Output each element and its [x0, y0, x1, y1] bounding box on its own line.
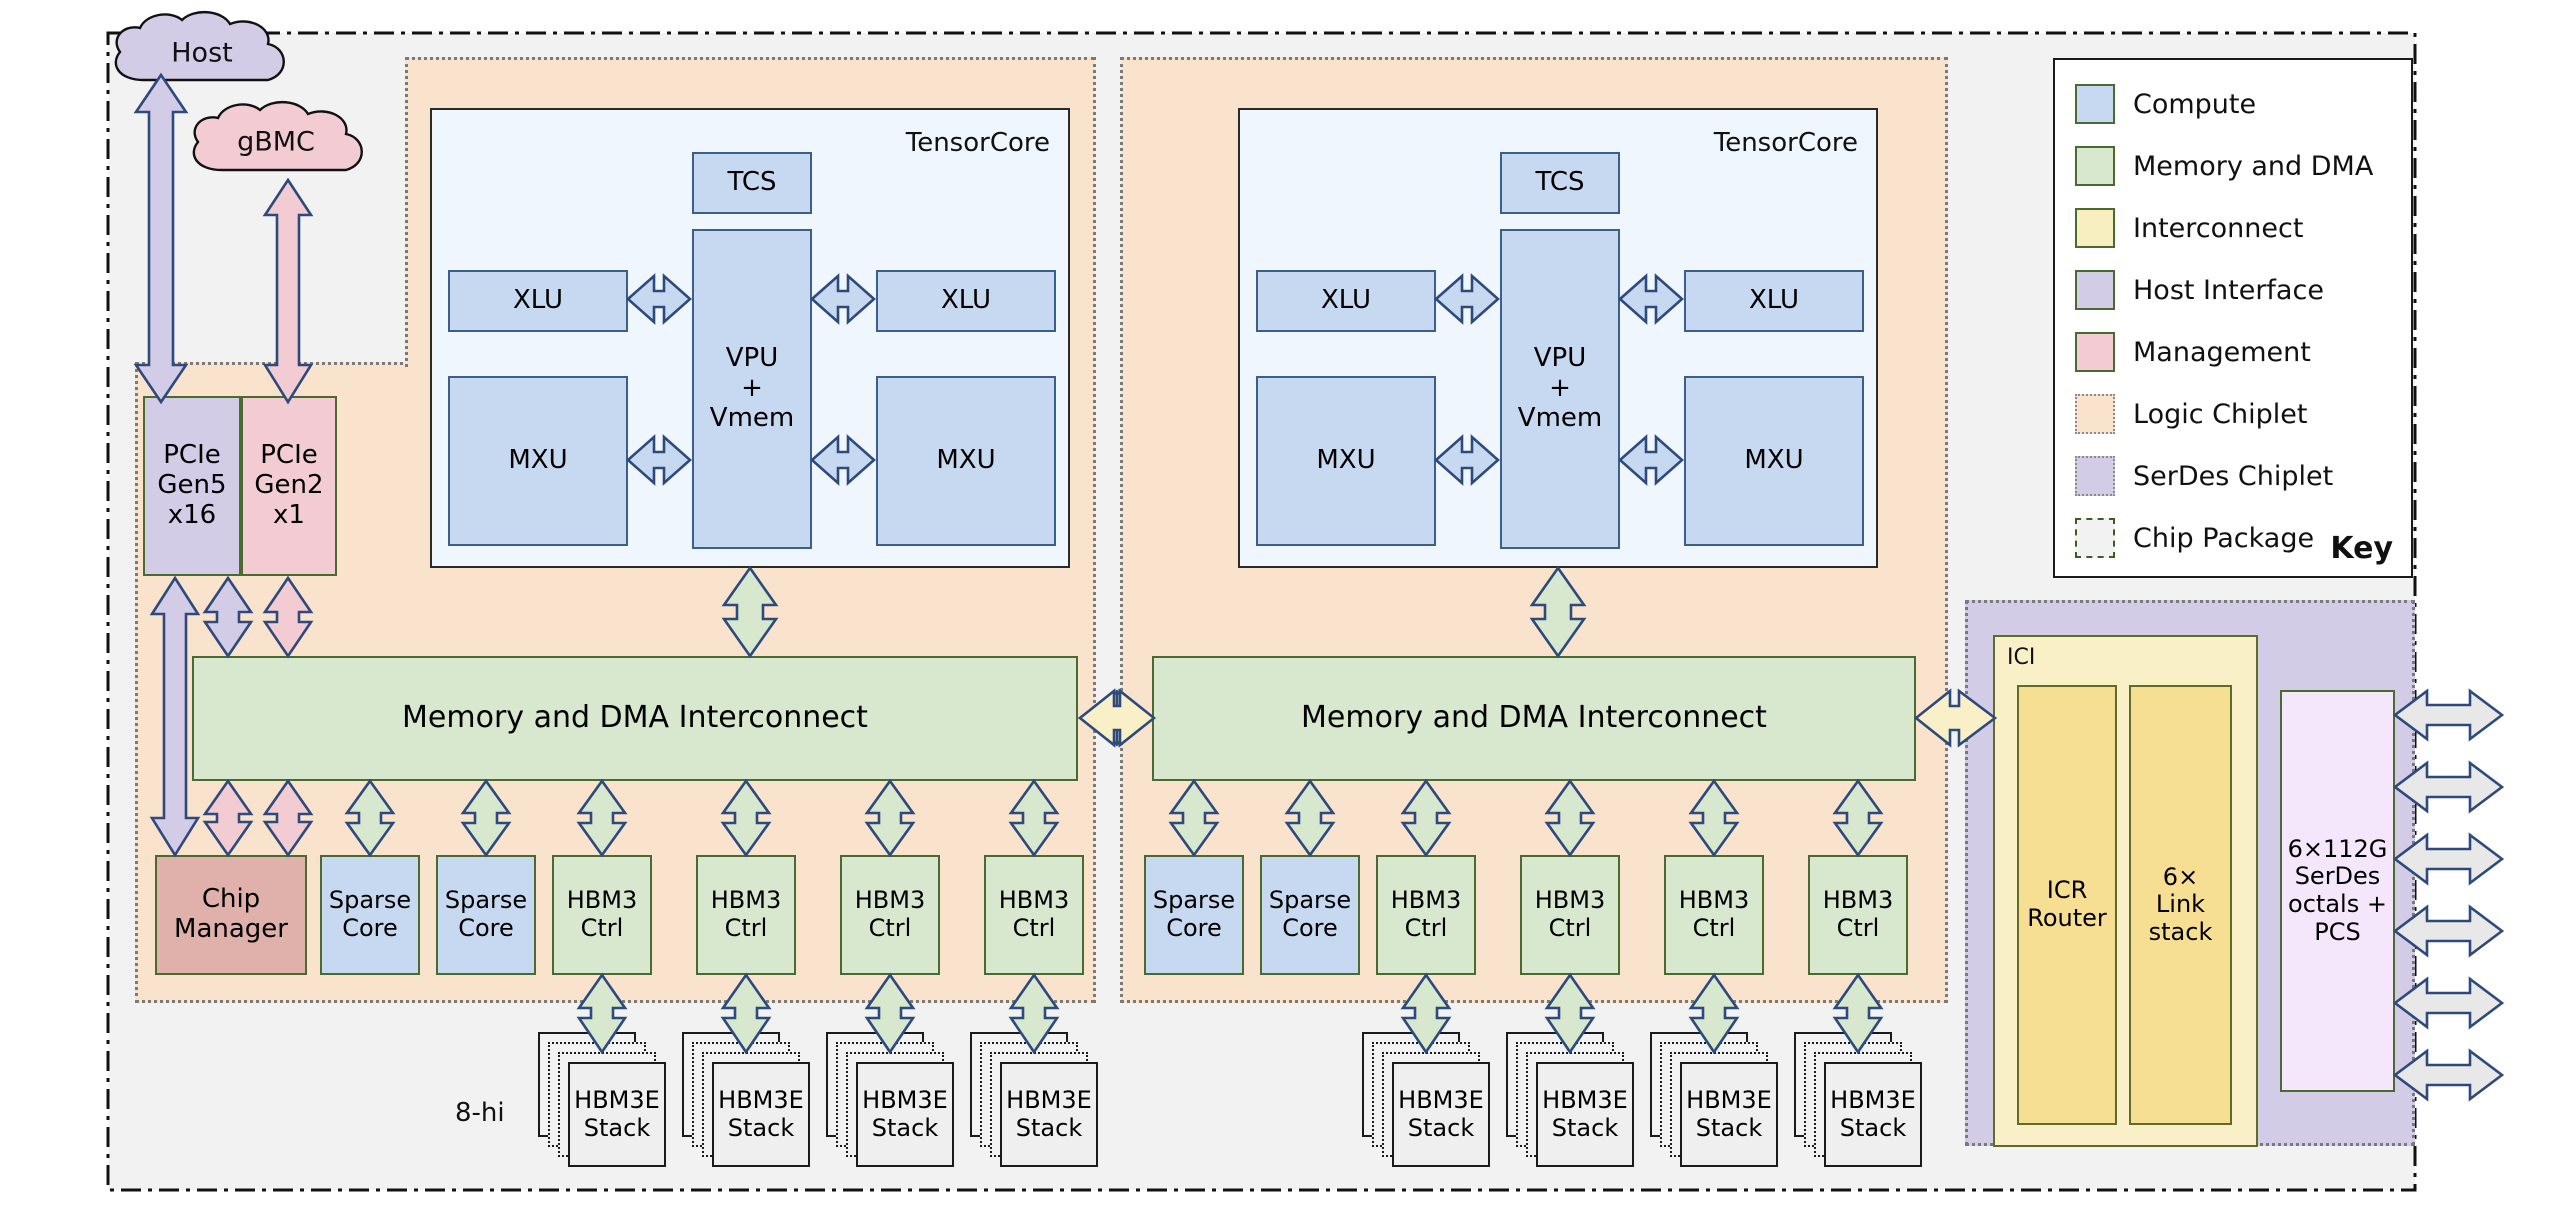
pcie-gen2-block[interactable]: PCIe Gen2 x1: [241, 396, 337, 576]
memory-dma-interconnect-left[interactable]: Memory and DMA Interconnect: [192, 656, 1078, 781]
legend-item-host-interface: Host Interface: [2075, 270, 2324, 310]
gbmc-label: gBMC: [237, 126, 315, 158]
mxu-right-b[interactable]: MXU: [1684, 376, 1864, 546]
hbm3-ctrl-2[interactable]: HBM3 Ctrl: [696, 855, 796, 975]
tensorcore-right-title: TensorCore: [1713, 128, 1858, 158]
serdes-octals-pcs-block[interactable]: 6×112G SerDes octals + PCS: [2280, 690, 2395, 1092]
legend-item-chip-package: Chip Package: [2075, 518, 2314, 558]
mxu-left-b[interactable]: MXU: [876, 376, 1056, 546]
legend-title: Key: [2330, 531, 2393, 566]
icr-router-block[interactable]: ICR Router: [2017, 685, 2117, 1125]
hbm3e-stack-8[interactable]: HBM3E Stack: [1794, 1032, 1924, 1167]
tcs-left[interactable]: TCS: [692, 152, 812, 214]
hbm3e-stack-7[interactable]: HBM3E Stack: [1650, 1032, 1780, 1167]
mxu-left-a[interactable]: MXU: [448, 376, 628, 546]
sparse-core-2[interactable]: Sparse Core: [436, 855, 536, 975]
memory-dma-interconnect-right[interactable]: Memory and DMA Interconnect: [1152, 656, 1916, 781]
hbm3e-stack-1[interactable]: HBM3E Stack: [538, 1032, 668, 1167]
chiplet-gutter-right-edge: [1120, 57, 1123, 1003]
gbmc-cloud: gBMC: [182, 96, 370, 188]
legend-item-memory-and-dma: Memory and DMA: [2075, 146, 2373, 186]
pcie-gen5-line-3: x16: [167, 499, 217, 530]
tensorcore-left: TensorCore TCS VPU + Vmem XLU XLU MXU MX…: [430, 108, 1070, 568]
pcie-gen5-block[interactable]: PCIe Gen5 x16: [143, 396, 241, 576]
vpu-vmem-left[interactable]: VPU + Vmem: [692, 229, 812, 549]
legend-swatch-compute: [2075, 84, 2115, 124]
hbm3e-stack-3[interactable]: HBM3E Stack: [826, 1032, 956, 1167]
hbm-height-label: 8-hi: [455, 1098, 505, 1128]
xlu-right-b[interactable]: XLU: [1684, 270, 1864, 332]
legend-item-logic-chiplet: Logic Chiplet: [2075, 394, 2307, 434]
host-cloud: Host: [102, 8, 302, 98]
pcie-gen2-line-1: PCIe: [260, 440, 318, 471]
legend-swatch-logic-chiplet: [2075, 394, 2115, 434]
chiplet-gutter-left-edge: [1093, 57, 1096, 1003]
tensorcore-left-title: TensorCore: [905, 128, 1050, 158]
legend-label-host-interface: Host Interface: [2133, 274, 2324, 306]
legend-label-compute: Compute: [2133, 88, 2257, 120]
legend-item-serdes-chiplet: SerDes Chiplet: [2075, 456, 2333, 496]
legend-label-memory-and-dma: Memory and DMA: [2133, 150, 2374, 182]
hbm3-ctrl-8[interactable]: HBM3 Ctrl: [1808, 855, 1908, 975]
legend-item-interconnect: Interconnect: [2075, 208, 2303, 248]
sparse-core-3[interactable]: Sparse Core: [1144, 855, 1244, 975]
hbm3e-stack-2[interactable]: HBM3E Stack: [682, 1032, 812, 1167]
legend-swatch-memory-and-dma: [2075, 146, 2115, 186]
xlu-left-b[interactable]: XLU: [876, 270, 1056, 332]
legend-item-management: Management: [2075, 332, 2311, 372]
sparse-core-1[interactable]: Sparse Core: [320, 855, 420, 975]
legend-swatch-management: [2075, 332, 2115, 372]
legend-label-management: Management: [2133, 336, 2311, 368]
legend-item-compute: Compute: [2075, 84, 2256, 124]
legend-label-chip-package: Chip Package: [2133, 522, 2315, 554]
ici-box: ICI ICR Router 6× Link stack: [1993, 635, 2258, 1147]
chip-manager-block[interactable]: Chip Manager: [155, 855, 307, 975]
hbm3-ctrl-7[interactable]: HBM3 Ctrl: [1664, 855, 1764, 975]
hbm3e-stack-4[interactable]: HBM3E Stack: [970, 1032, 1100, 1167]
link-stack-block[interactable]: 6× Link stack: [2129, 685, 2232, 1125]
hbm3-ctrl-5[interactable]: HBM3 Ctrl: [1376, 855, 1476, 975]
hbm3-ctrl-6[interactable]: HBM3 Ctrl: [1520, 855, 1620, 975]
tcs-right[interactable]: TCS: [1500, 152, 1620, 214]
hbm3-ctrl-3[interactable]: HBM3 Ctrl: [840, 855, 940, 975]
legend-swatch-serdes-chiplet: [2075, 456, 2115, 496]
hbm3e-stack-6[interactable]: HBM3E Stack: [1506, 1032, 1636, 1167]
pcie-gen5-line-2: Gen5: [157, 470, 227, 501]
vpu-vmem-right[interactable]: VPU + Vmem: [1500, 229, 1620, 549]
ici-label: ICI: [2007, 645, 2036, 670]
pcie-gen5-line-1: PCIe: [163, 440, 221, 471]
pcie-gen2-line-3: x1: [273, 499, 305, 530]
host-label: Host: [171, 37, 233, 69]
hbm3e-stack-5[interactable]: HBM3E Stack: [1362, 1032, 1492, 1167]
hbm3-ctrl-4[interactable]: HBM3 Ctrl: [984, 855, 1084, 975]
legend-key: Compute Memory and DMA Interconnect Host…: [2053, 58, 2413, 578]
legend-label-logic-chiplet: Logic Chiplet: [2133, 398, 2308, 430]
legend-label-serdes-chiplet: SerDes Chiplet: [2133, 460, 2334, 492]
hbm3-ctrl-1[interactable]: HBM3 Ctrl: [552, 855, 652, 975]
pcie-gen2-line-2: Gen2: [254, 470, 324, 501]
legend-swatch-chip-package: [2075, 518, 2115, 558]
sparse-core-4[interactable]: Sparse Core: [1260, 855, 1360, 975]
legend-swatch-host-interface: [2075, 270, 2115, 310]
tensorcore-right: TensorCore TCS VPU + Vmem XLU XLU MXU MX…: [1238, 108, 1878, 568]
mxu-right-a[interactable]: MXU: [1256, 376, 1436, 546]
xlu-right-a[interactable]: XLU: [1256, 270, 1436, 332]
legend-label-interconnect: Interconnect: [2133, 212, 2304, 244]
xlu-left-a[interactable]: XLU: [448, 270, 628, 332]
legend-swatch-interconnect: [2075, 208, 2115, 248]
